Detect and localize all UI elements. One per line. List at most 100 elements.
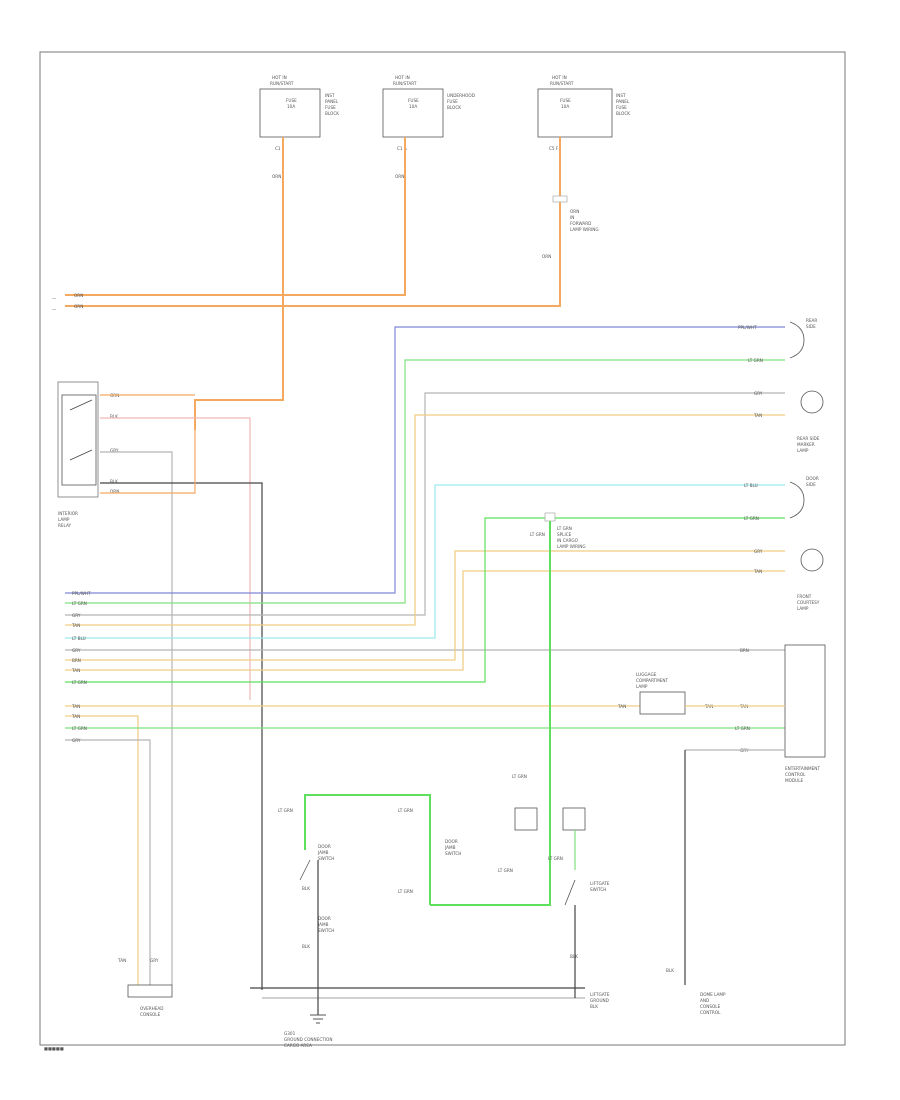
svg-text:INTERIOR: INTERIOR [58,511,78,516]
svg-text:GRY: GRY [72,648,81,653]
svg-text:—: — [52,296,56,301]
svg-text:REAR: REAR [806,318,817,323]
svg-text:PPL/WHT: PPL/WHT [738,325,757,330]
svg-text:SWITCH: SWITCH [318,928,334,933]
front-courtesy-lamp: GRY TAN FRONT COURTESY LAMP [753,548,824,611]
svg-text:TAN: TAN [71,668,80,673]
svg-text:PANEL: PANEL [616,99,630,104]
left-wire-dark [100,482,263,990]
svg-text:AND: AND [700,998,709,1003]
bus-tan-4 [65,715,139,985]
svg-text:GRY: GRY [72,738,81,743]
svg-text:FUSE: FUSE [616,105,627,110]
svg-text:LAMP: LAMP [797,606,809,611]
bus-brn [65,550,785,661]
svg-text:JAMB: JAMB [317,850,329,855]
svg-text:MODULE: MODULE [785,778,804,783]
svg-text:LAMP: LAMP [797,448,809,453]
svg-text:LAMP WIRING: LAMP WIRING [570,227,599,232]
svg-text:LT BLU: LT BLU [744,483,758,488]
svg-text:10A: 10A [409,104,417,109]
svg-text:BLOCK: BLOCK [325,111,339,116]
bus-ppl-wht [65,326,785,594]
door-side-lamp: LT BLU LT GRN DOOR SIDE [744,476,819,521]
svg-text:SPLICE: SPLICE [557,532,572,537]
svg-text:REAR SIDE: REAR SIDE [797,436,820,441]
left-wire-pink [100,417,251,700]
svg-text:BLK: BLK [110,479,118,484]
svg-text:COMPARTMENT: COMPARTMENT [636,678,669,683]
svg-text:C1 F: C1 F [275,146,285,151]
splice-orn: ORN IN FORWARD LAMP WIRING ORN [542,195,599,259]
svg-text:JAMB: JAMB [317,922,329,927]
svg-text:ENTERTAINMENT: ENTERTAINMENT [785,766,820,771]
svg-text:LT GRN: LT GRN [735,726,750,731]
bus-gry-1 [65,392,785,616]
overhead-console: TAN GRY OVERHEAD CONSOLE [117,958,173,1017]
svg-text:LT GRN: LT GRN [748,358,763,363]
svg-text:CONSOLE: CONSOLE [700,1004,721,1009]
svg-text:RUN/START: RUN/START [393,81,417,86]
svg-text:LT GRN: LT GRN [72,680,87,685]
svg-text:ORN: ORN [542,254,551,259]
svg-text:LT GRN: LT GRN [278,808,293,813]
svg-text:TAN: TAN [71,714,80,719]
rear-side-marker-lamp: GRY TAN REAR SIDE MARKER LAMP [753,390,824,453]
svg-text:SIDE: SIDE [806,482,816,487]
svg-text:FUSE: FUSE [286,98,297,103]
orn-wire-2 [65,137,406,296]
svg-text:SWITCH: SWITCH [445,851,461,856]
bus-tan-2 [65,570,785,671]
svg-text:GRY: GRY [754,391,763,396]
svg-text:ORN: ORN [74,304,83,309]
svg-text:JAMB: JAMB [444,845,456,850]
svg-text:CONTROL: CONTROL [700,1010,721,1015]
svg-text:G301: G301 [284,1031,296,1036]
svg-text:ORN: ORN [395,174,404,179]
svg-text:LT GRN: LT GRN [530,532,545,537]
svg-text:HOT IN: HOT IN [272,75,287,80]
svg-text:FORWARD: FORWARD [570,221,591,226]
door-jamb-switch-2: DOOR JAMB SWITCH BLK [302,916,334,949]
svg-text:LT GRN: LT GRN [512,774,527,779]
svg-text:FUSE: FUSE [408,98,419,103]
svg-text:LT GRN: LT GRN [72,726,87,731]
svg-text:BLK: BLK [302,944,310,949]
svg-text:SWITCH: SWITCH [318,856,334,861]
ground-symbol: G301 GROUND CONNECTION CARGO AREA [284,1014,332,1048]
svg-text:DOOR: DOOR [445,839,458,844]
door-jamb-switch-3: LT GRN DOOR JAMB SWITCH LT GRN [398,808,461,894]
svg-text:OVERHEAD: OVERHEAD [140,1006,164,1011]
svg-text:CONSOLE: CONSOLE [140,1012,161,1017]
orn-wire-3 [65,137,561,307]
svg-text:INST: INST [616,93,626,98]
svg-text:ORN: ORN [272,174,281,179]
svg-text:10A: 10A [561,104,569,109]
svg-text:FUSE: FUSE [560,98,571,103]
svg-text:FRONT: FRONT [797,594,812,599]
svg-text:LT GRN: LT GRN [398,808,413,813]
svg-text:LT GRN: LT GRN [72,601,87,606]
svg-text:UNDERHOOD: UNDERHOOD [447,93,475,98]
svg-text:ORN: ORN [570,209,579,214]
bright-grn-loop [304,794,431,905]
svg-text:TAN: TAN [753,413,762,418]
bus-lt-grn-1 [65,359,785,604]
left-wire-gray [100,451,173,985]
svg-text:BRN: BRN [740,648,749,653]
svg-text:BLK: BLK [590,1004,598,1009]
left-switch: ORN BLK GRY BLK ORN INTERIOR LAMP RELAY [57,381,119,528]
svg-text:GROUND: GROUND [590,998,609,1003]
svg-text:DOOR: DOOR [318,916,331,921]
svg-text:LUGGAGE: LUGGAGE [636,672,657,677]
svg-text:GRY: GRY [150,958,159,963]
svg-text:COURTESY: COURTESY [797,600,820,605]
svg-text:RUN/START: RUN/START [550,81,574,86]
svg-text:C5 F: C5 F [549,146,559,151]
svg-text:LT GRN: LT GRN [557,526,572,531]
door-jamb-switch-1: LT GRN DOOR JAMB SWITCH BLK [278,808,334,891]
svg-text:DOOR: DOOR [318,844,331,849]
bus-labels: PPL/WHT LT GRN GRY TAN LT BLU GRY BRN TA… [71,591,91,743]
